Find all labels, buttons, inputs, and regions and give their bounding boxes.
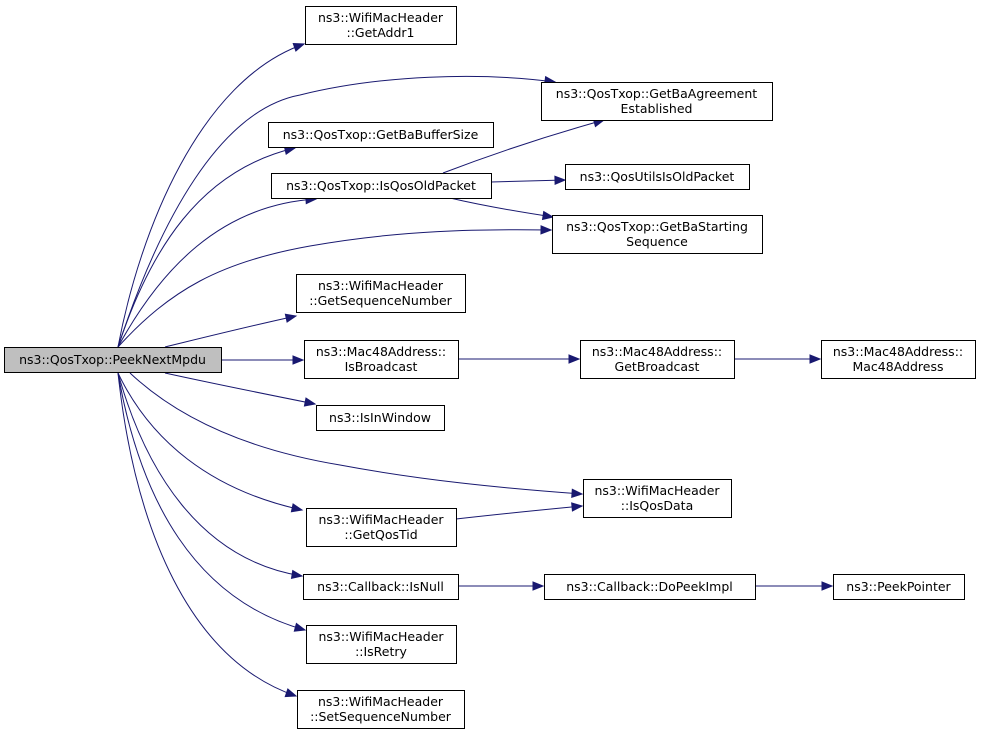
node-label: ns3::WifiMacHeader xyxy=(318,10,444,25)
node-label: ns3::Mac48Address:: xyxy=(316,344,446,359)
node-label: ns3::WifiMacHeader xyxy=(318,278,444,293)
node-label: ns3::QosTxop::GetBaStarting xyxy=(566,219,748,234)
node-getqostid[interactable]: ns3::WifiMacHeader::GetQosTid xyxy=(306,508,457,547)
node-box xyxy=(306,625,457,664)
node-label: ns3::QosTxop::PeekNextMpdu xyxy=(19,352,206,367)
nodes: ns3::QosTxop::PeekNextMpduns3::WifiMacHe… xyxy=(4,6,976,729)
node-label: ns3::QosTxop::GetBaBufferSize xyxy=(283,127,479,142)
node-label: ns3::QosUtilsIsOldPacket xyxy=(580,169,735,184)
node-box xyxy=(305,6,457,45)
node-box xyxy=(583,479,732,518)
node-label: ::GetSequenceNumber xyxy=(309,293,452,308)
node-label: ns3::Mac48Address:: xyxy=(833,344,963,359)
edge-root-to-getqostid xyxy=(117,372,304,513)
edge-root-to-getaddr1 xyxy=(117,42,306,348)
node-label: ::IsQosData xyxy=(621,498,693,513)
node-box xyxy=(580,340,735,379)
node-getsequencenumber[interactable]: ns3::WifiMacHeader::GetSequenceNumber xyxy=(296,274,466,313)
node-label: ns3::Callback::DoPeekImpl xyxy=(566,579,733,594)
edge-root-to-setsequencenumber xyxy=(117,372,298,698)
node-label: Sequence xyxy=(626,234,688,249)
node-box xyxy=(306,508,457,547)
node-isretry[interactable]: ns3::WifiMacHeader::IsRetry xyxy=(306,625,457,664)
node-box xyxy=(271,173,492,199)
edge-root-to-isinwindow xyxy=(164,372,317,407)
node-box xyxy=(304,340,459,379)
node-isqosdata[interactable]: ns3::WifiMacHeader::IsQosData xyxy=(583,479,732,518)
node-peekpointer[interactable]: ns3::PeekPointer xyxy=(833,574,965,600)
node-label: ns3::PeekPointer xyxy=(846,579,951,594)
node-box xyxy=(541,82,773,121)
node-label: ::IsRetry xyxy=(355,644,407,659)
node-label: ns3::IsInWindow xyxy=(329,410,431,425)
edge-isnull-to-dopeekimpl xyxy=(458,581,545,591)
node-label: ns3::WifiMacHeader xyxy=(318,629,444,644)
node-box xyxy=(833,574,965,600)
node-setsequencenumber[interactable]: ns3::WifiMacHeader::SetSequenceNumber xyxy=(297,690,465,729)
node-label: ns3::QosTxop::IsQosOldPacket xyxy=(286,178,476,193)
node-box xyxy=(303,574,459,600)
edge-dopeekimpl-to-peekpointer xyxy=(755,581,834,591)
node-label: IsBroadcast xyxy=(345,359,418,374)
node-box xyxy=(552,215,763,254)
edge-root-to-getbastartingsequence xyxy=(117,225,553,348)
node-label: ::GetQosTid xyxy=(344,527,417,542)
node-root[interactable]: ns3::QosTxop::PeekNextMpdu xyxy=(4,347,222,373)
edge-root-to-isqosoldpacket xyxy=(117,194,318,348)
edge-isqosoldpacket-to-getbastartingsequence xyxy=(449,197,555,221)
node-isbroadcast[interactable]: ns3::Mac48Address::IsBroadcast xyxy=(304,340,459,379)
node-label: ns3::Mac48Address:: xyxy=(592,344,722,359)
node-label: ns3::QosTxop::GetBaAgreement xyxy=(556,86,757,101)
node-mac48address[interactable]: ns3::Mac48Address::Mac48Address xyxy=(821,340,976,379)
edges xyxy=(117,42,834,698)
edge-root-to-isqosdata xyxy=(129,372,584,498)
node-box xyxy=(821,340,976,379)
node-box xyxy=(316,405,445,431)
node-label: Mac48Address xyxy=(852,359,943,374)
node-box xyxy=(565,164,750,190)
node-label: ns3::Callback::IsNull xyxy=(317,579,444,594)
edge-root-to-isretry xyxy=(117,372,307,632)
node-label: ::GetAddr1 xyxy=(347,25,415,40)
node-isinwindow[interactable]: ns3::IsInWindow xyxy=(316,405,445,431)
node-box xyxy=(4,347,222,373)
node-dopeekimpl[interactable]: ns3::Callback::DoPeekImpl xyxy=(544,574,756,600)
node-getbroadcast[interactable]: ns3::Mac48Address::GetBroadcast xyxy=(580,340,735,379)
node-box xyxy=(544,574,756,600)
edge-getqostid-to-isqosdata xyxy=(455,502,584,520)
edge-isqosoldpacket-to-qosutilsisoldpacket xyxy=(490,175,567,186)
node-label: ns3::WifiMacHeader xyxy=(318,512,444,527)
node-getbabuffersize[interactable]: ns3::QosTxop::GetBaBufferSize xyxy=(268,122,494,148)
node-label: GetBroadcast xyxy=(615,359,700,374)
node-box xyxy=(268,122,494,148)
node-label: ::SetSequenceNumber xyxy=(310,709,452,724)
node-box xyxy=(296,274,466,313)
node-box xyxy=(297,690,465,729)
edge-root-to-isbroadcast xyxy=(221,355,305,365)
edge-isbroadcast-to-getbroadcast xyxy=(458,354,581,364)
edge-root-to-isnull xyxy=(117,372,304,580)
node-label: ns3::WifiMacHeader xyxy=(318,694,444,709)
node-isnull[interactable]: ns3::Callback::IsNull xyxy=(303,574,459,600)
edge-getbroadcast-to-mac48address xyxy=(734,354,822,364)
node-qosutilsisoldpacket[interactable]: ns3::QosUtilsIsOldPacket xyxy=(565,164,750,190)
node-label: ns3::WifiMacHeader xyxy=(594,483,720,498)
edge-root-to-getsequencenumber xyxy=(164,313,298,348)
node-isqosoldpacket[interactable]: ns3::QosTxop::IsQosOldPacket xyxy=(271,173,492,199)
node-label: Established xyxy=(621,101,693,116)
node-getaddr1[interactable]: ns3::WifiMacHeader::GetAddr1 xyxy=(305,6,457,45)
